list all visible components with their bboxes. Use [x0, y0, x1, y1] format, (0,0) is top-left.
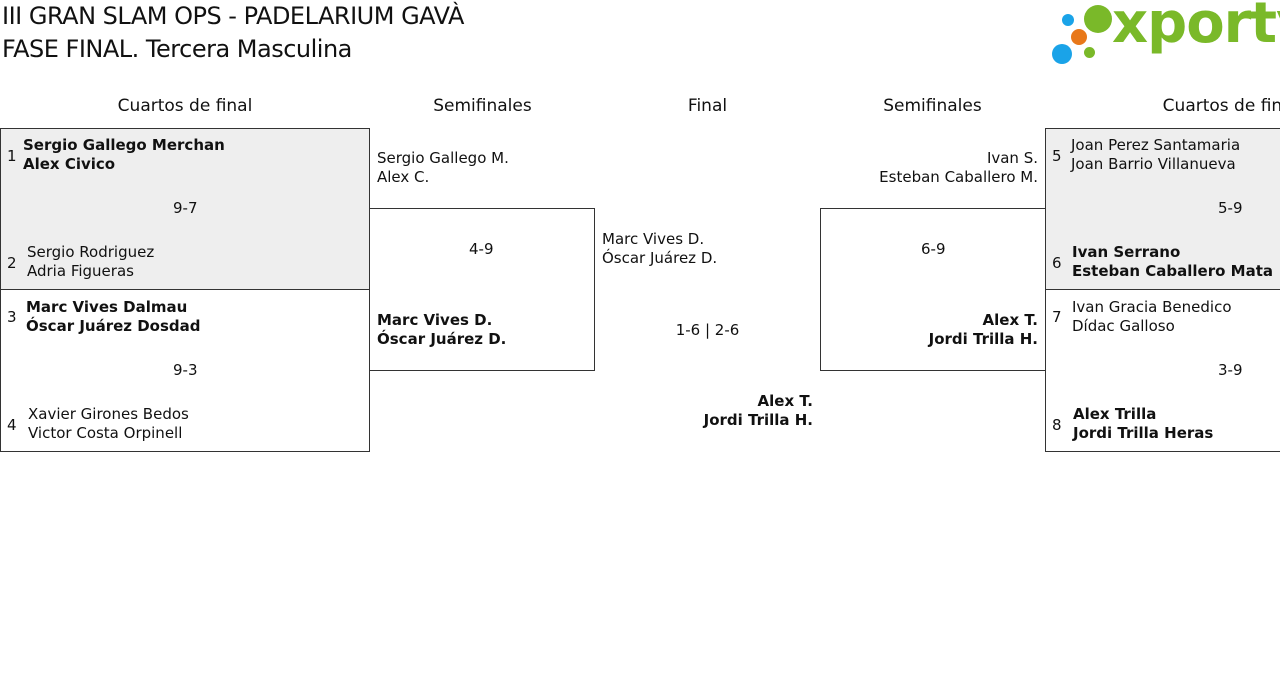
qf-match-1[interactable]	[0, 128, 370, 290]
qf-score-1: 9-7	[173, 199, 198, 217]
team-3-player-1: Marc Vives Dalmau	[26, 298, 188, 316]
logo-dot-blue	[1062, 14, 1074, 26]
sf-left-bottom-player-1: Marc Vives D.	[377, 311, 493, 329]
team-1-player-1: Sergio Gallego Merchan	[23, 136, 225, 154]
sf-right-top-player-1: Ivan S.	[986, 149, 1038, 167]
team-5-player-2: Joan Barrio Villanueva	[1071, 155, 1236, 173]
sf-right-bottom-player-1: Alex T.	[982, 311, 1038, 329]
team-4-player-2: Victor Costa Orpinell	[28, 424, 183, 442]
team-2-player-1: Sergio Rodriguez	[27, 243, 155, 261]
seed-6: 6	[1052, 254, 1062, 272]
team-7-player-1: Ivan Gracia Benedico	[1072, 298, 1232, 316]
seed-8: 8	[1052, 416, 1062, 434]
sf-right-score: 6-9	[921, 240, 946, 258]
qf-score-2: 9-3	[173, 361, 198, 379]
round-header-left-qf: Cuartos de final	[117, 96, 253, 116]
team-4-player-1: Xavier Girones Bedos	[28, 405, 189, 423]
sf-left-score: 4-9	[469, 240, 494, 258]
round-header-left-sf: Semifinales	[433, 96, 532, 116]
round-header-right-qf: Cuartos de final	[1162, 96, 1280, 116]
qf-match-4[interactable]	[1045, 289, 1280, 452]
sf-right-top-player-2: Esteban Caballero M.	[879, 168, 1038, 186]
round-header-final: Final	[687, 96, 728, 116]
seed-5: 5	[1052, 147, 1062, 165]
tournament-subtitle: FASE FINAL. Tercera Masculina	[2, 35, 352, 63]
team-8-player-1: Alex Trilla	[1073, 405, 1157, 423]
round-header-right-sf: Semifinales	[883, 96, 982, 116]
sf-left-top-player-2: Alex C.	[377, 168, 430, 186]
qf-match-3[interactable]	[1045, 128, 1280, 290]
team-2-player-2: Adria Figueras	[27, 262, 134, 280]
team-3-player-2: Óscar Juárez Dosdad	[26, 317, 201, 335]
sf-right-bottom-player-2: Jordi Trilla H.	[928, 330, 1038, 348]
logo-dot-green-small	[1084, 47, 1095, 58]
qf-score-3: 5-9	[1218, 199, 1243, 217]
logo-dot-orange	[1071, 29, 1087, 45]
qf-score-4: 3-9	[1218, 361, 1243, 379]
logo-dot-blue-large	[1052, 44, 1072, 64]
logo-dot-green	[1084, 5, 1112, 33]
tournament-title: III GRAN SLAM OPS - PADELARIUM GAVÀ	[2, 2, 464, 30]
logo-wordmark: xporty	[1112, 0, 1280, 56]
team-8-player-2: Jordi Trilla Heras	[1073, 424, 1214, 442]
seed-2: 2	[7, 254, 17, 272]
seed-7: 7	[1052, 308, 1062, 326]
seed-3: 3	[7, 308, 17, 326]
team-5-player-1: Joan Perez Santamaria	[1071, 136, 1241, 154]
team-7-player-2: Dídac Galloso	[1072, 317, 1175, 335]
final-team-1-player-2: Óscar Juárez D.	[602, 249, 718, 267]
champion-player-2: Jordi Trilla H.	[703, 411, 813, 429]
seed-4: 4	[7, 416, 17, 434]
final-score: 1-6 | 2-6	[675, 321, 740, 339]
sf-left-bottom-player-2: Óscar Juárez D.	[377, 330, 507, 348]
seed-1: 1	[7, 147, 17, 165]
final-team-1-player-1: Marc Vives D.	[602, 230, 705, 248]
sf-left-top-player-1: Sergio Gallego M.	[377, 149, 509, 167]
team-6-player-1: Ivan Serrano	[1072, 243, 1181, 261]
sf-left-match[interactable]	[369, 208, 595, 371]
xporty-logo[interactable]: xporty	[1050, 0, 1280, 68]
team-1-player-2: Alex Civico	[23, 155, 116, 173]
champion-player-1: Alex T.	[757, 392, 813, 410]
team-6-player-2: Esteban Caballero Mata	[1072, 262, 1273, 280]
